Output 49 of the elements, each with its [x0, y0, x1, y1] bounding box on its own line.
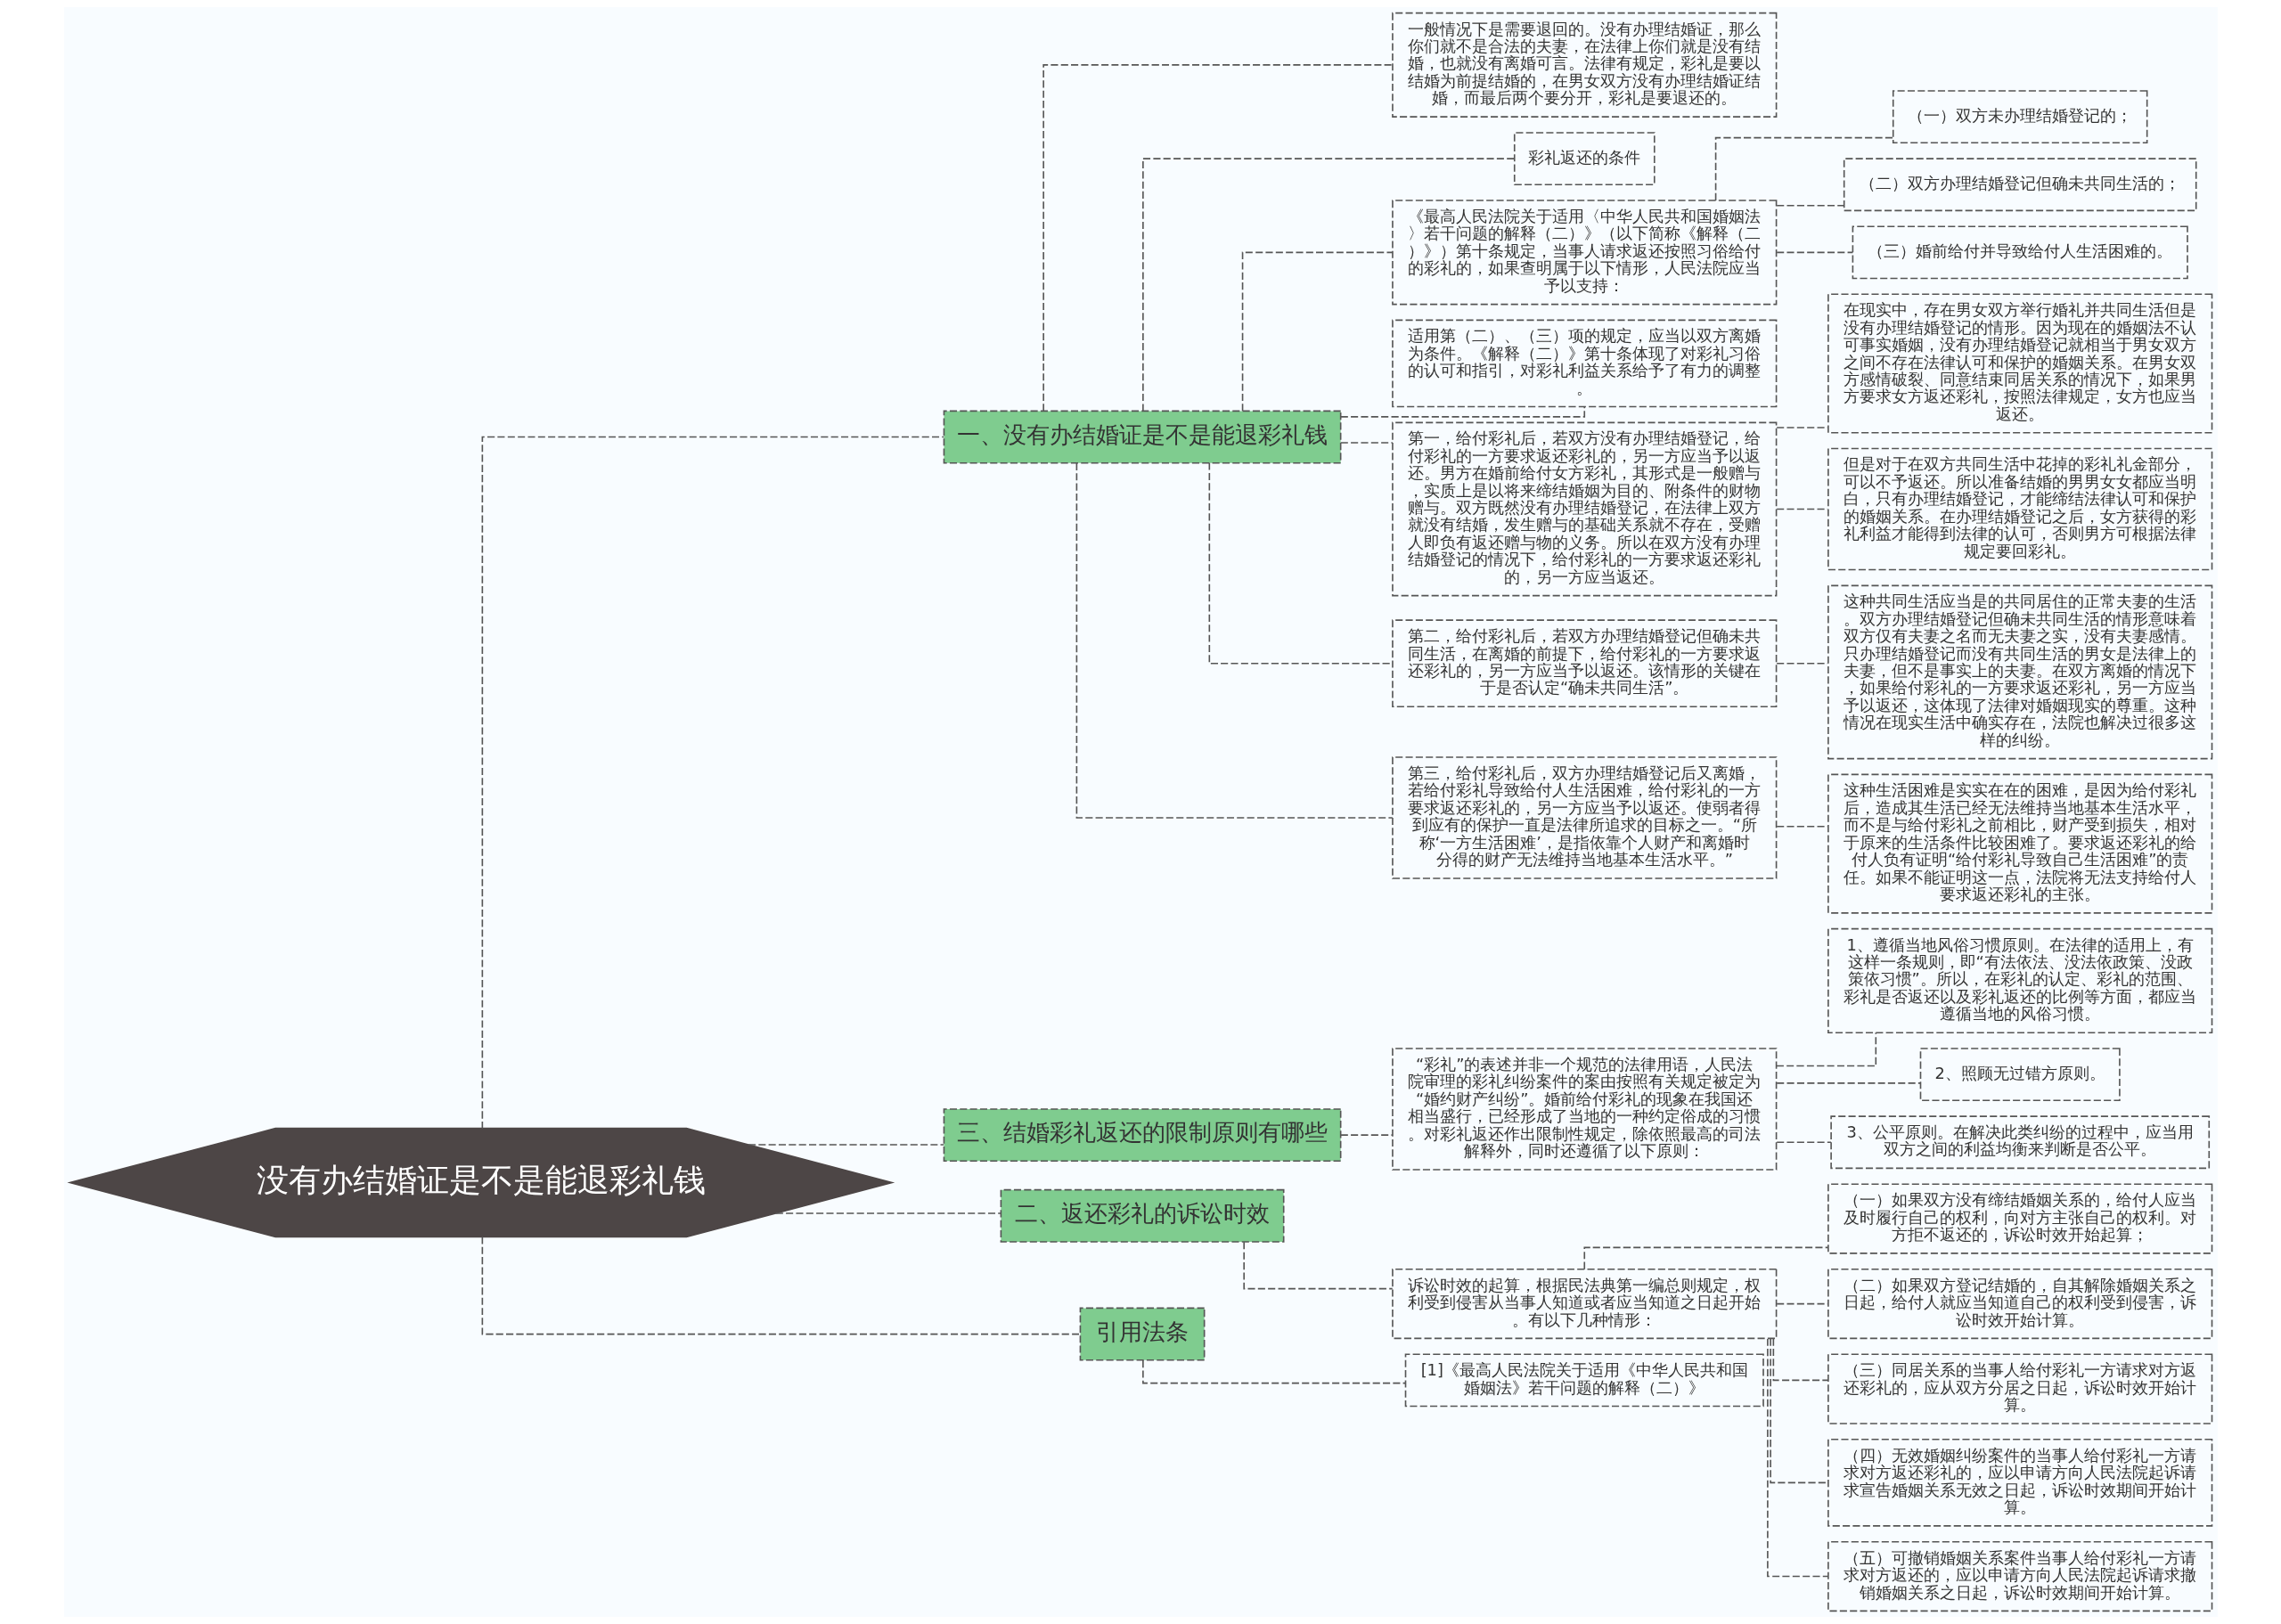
connector: [1772, 1337, 1829, 1382]
node-box: 二、返还彩礼的诉讼时效: [1000, 1188, 1284, 1243]
connector: [1339, 1134, 1394, 1136]
connector: [747, 1144, 944, 1146]
node-box: 彩礼返还的条件: [1513, 132, 1656, 186]
node-box: 这种共同生活应当是的共同居住的正常夫妻的生活。双方办理结婚登记但确未共同生活的情形意味着双方仅有夫妻之名而无夫妻之实，没有夫妻感情。只办理结婚登记而没有共同生活的男女是法律上的夫妻，但不是事实上的夫妻。在双方离婚的情况下，如果给付彩礼的一方要求返还彩礼，另一方应当予以返还，这体现了法律对婚姻现实的尊重。这种情况在现实生活中确实存在，法院也解决过很多这样的纠纷。: [1827, 584, 2212, 760]
node-box: （三）同居关系的当事人给付彩礼一方请求对方返还彩礼的，应从双方分居之日起，诉讼时效开始计算。: [1827, 1353, 2212, 1424]
node-box: 适用第（二）、（三）项的规定，应当以双方离婚为条件。《解释（二）》第十条体现了对彩礼习俗的认可和指引，对彩礼利益关系给予了有力的调整。: [1391, 319, 1777, 408]
node-box: 一、没有办结婚证是不是能退彩礼钱: [943, 410, 1341, 464]
node-box: （五）可撤销婚姻关系案件当事人给付彩礼一方请求对方返还的，应以申请方向人民法院起诉请求撤销婚姻关系之日起，诉讼时效期间开始计算。: [1827, 1540, 2212, 1612]
connector: [1775, 204, 1844, 207]
node-box: 第三，给付彩礼后，双方办理结婚登记后又离婚，若给付彩礼导致给付人生活困难，给付彩礼的一方要求返还彩礼的，另一方应当予以返还。使弱者得到应有的保护一直是法律所追求的目标之一。“所称‘一方生活困难’，是指依靠个人财产和离婚时分得的财产无法维持当地基本生活水平。”: [1391, 756, 1777, 879]
node-box: 一般情况下是需要退回的。没有办理结婚证，那么你们就不是合法的夫妻，在法律上你们就是没有结婚，也就没有离婚可言。法律有规定，彩礼是要以结婚为前提结婚的，在男女双方没有办理结婚证结婚，而最后两个要分开，彩礼是要退还的。: [1391, 12, 1777, 118]
connector: [1775, 251, 1853, 254]
node-box: [1]《最高人民法院关于适用《中华人民共和国婚姻法》若干问题的解释（二）》: [1404, 1353, 1764, 1408]
node-box: “彩礼”的表述并非一个规范的法律用语，人民法院审理的彩礼纠纷案件的案由按照有关规定被定为“婚约财产纠纷”。婚前给付彩礼的现象在我国还相当盛行，已经形成了当地的一种约定俗成的习惯。对彩礼返还作出限制性规定，除依照最高的司法解释外，同时还遵循了以下原则：: [1391, 1048, 1777, 1171]
node-box: 3、公平原则。在解决此类纠纷的过程中，应当用双方之间的利益均衡来判断是否公平。: [1829, 1115, 2210, 1170]
node-box: 在现实中，存在男女双方举行婚礼并共同生活但是没有办理结婚登记的情形。因为现在的婚姻法不认可事实婚姻，没有办理结婚登记就相当于男女双方之间不存在法律认可和保护的婚姻关系。在男女双方感情破裂、同意结束同居关系的情况下，如果男方要求女方返还彩礼，按照法律规定，女方也应当返还。: [1827, 293, 2212, 434]
connector: [774, 1212, 1002, 1214]
connector: [1141, 158, 1515, 412]
connector: [1339, 442, 1394, 444]
connector: [1241, 251, 1394, 412]
node-box: 2、照顾无过错方原则。: [1919, 1048, 2121, 1102]
connector: [1769, 1337, 1828, 1484]
node-box: 《最高人民法院关于适用〈中华人民共和国婚姻法〉若干问题的解释（二）》（以下简称《解释（二）》）第十条规定，当事人请求返还按照习俗给付的彩礼的，如果查明属于以下情形，人民法院应当予以支持：: [1391, 200, 1777, 306]
connector: [1242, 1241, 1393, 1290]
connector: [1042, 64, 1394, 412]
connector: [1766, 1338, 1829, 1578]
connector: [1714, 136, 1893, 201]
node-box: （三）婚前给付并导致给付人生活困难的。: [1852, 225, 2188, 280]
node-box: 引用法条: [1079, 1307, 1205, 1361]
connector: [481, 436, 944, 1130]
connector: [1775, 1141, 1832, 1144]
node-box: 这种生活困难是实实在在的困难，是因为给付彩礼后，造成其生活已经无法维持当地基本生活水平，而不是与给付彩礼之前相比，财产受到损失，相对于原来的生活条件比较困难了。要求返还彩礼的给付人负有证明“给付彩礼导致自己生活困难”的责任。如果不能证明这一点，法院将无法支持给付人要求返还彩礼的主张。: [1827, 773, 2212, 914]
node-box: （一）双方未办理结婚登记的；: [1892, 90, 2147, 144]
node-box: （四）无效婚姻纠纷案件的当事人给付彩礼一方请求对方返还彩礼的，应以申请方向人民法院起诉请求宣告婚姻关系无效之日起，诉讼时效期间开始计算。: [1827, 1438, 2212, 1527]
node-box: 第一，给付彩礼后，若双方没有办理结婚登记，给付彩礼的一方要求返还彩礼的，另一方应当予以返还。男方在婚前给付女方彩礼，其形式是一般赠与，实质上是以将来缔结婚姻为目的、附条件的财物赠与。双方既然没有办理结婚登记，在法律上双方就没有结婚，发生赠与的基础关系就不存在，受赠人即负有返还赠与物的义务。所以在双方没有办理结婚登记的情况下，给付彩礼的一方要求返还彩礼的，另一方应当返还。: [1391, 421, 1777, 597]
node-box: 诉讼时效的起算，根据民法典第一编总则规定，权利受到侵害从当事人知道或者应当知道之日起开始。有以下几种情形：: [1391, 1268, 1777, 1340]
node-box: （二）双方办理结婚登记但确未共同生活的；: [1843, 158, 2197, 212]
node-box: 三、结婚彩礼返还的限制原则有哪些: [943, 1108, 1341, 1163]
node-box: （一）如果双方没有缔结婚姻关系的，给付人应当及时履行自己的权利，向对方主张自己的权利。对方拒不返还的，诉讼时效开始起算；: [1827, 1183, 2212, 1254]
node-box: 第二，给付彩礼后，若双方办理结婚登记但确未共同生活，在离婚的前提下，给付彩礼的一方要求返还彩礼的，另一方应当予以返还。该情形的关键在于是否认定“确未共同生活”。: [1391, 619, 1777, 708]
connector: [1775, 1082, 1921, 1084]
connector: [481, 1236, 1081, 1335]
connector: [1775, 1032, 1876, 1067]
node-box: 1、遵循当地风俗习惯原则。在法律的适用上，有这样一条规则，即“有法依法、没法依政策、没政策依习惯”。所以，在彩礼的认定、彩礼的范围、彩礼是否返还以及彩礼返还的比例等方面，都应当遵循当地的风俗习惯。: [1827, 927, 2212, 1033]
node-box: 但是对于在双方共同生活中花掉的彩礼礼金部分，可以不予返还。所以准备结婚的男男女女都应当明白，只有办理结婚登记，才能缔结法律认可和保护的婚姻关系。在办理结婚登记之后，女方获得的彩礼利益才能得到法律的认可，否则男方可根据法律规定要回彩礼。: [1827, 447, 2212, 571]
connector: [1075, 462, 1394, 819]
node-box: （二）如果双方登记结婚的，自其解除婚姻关系之日起，给付人就应当知道自己的权利受到侵害，诉讼时效开始计算。: [1827, 1268, 2212, 1340]
